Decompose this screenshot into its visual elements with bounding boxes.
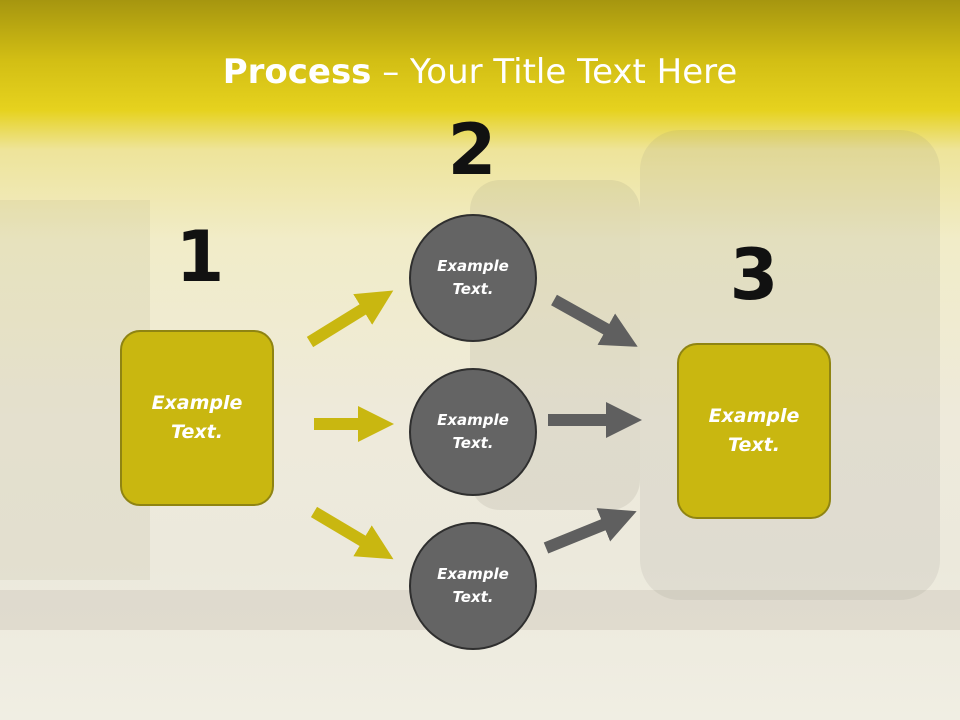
arrow-gray-down	[551, 294, 638, 347]
circle-middle-line-2: Text.	[452, 434, 494, 452]
title-rest: – Your Title Text Here	[371, 52, 738, 92]
circle-top-line-2: Text.	[452, 280, 494, 298]
step-number-2: 2	[447, 109, 497, 191]
circle-top-line-1: Example	[437, 257, 509, 275]
title-bold: Process	[222, 52, 372, 92]
box-3-line-1: Example	[708, 405, 800, 427]
arrow-gray-up	[543, 508, 637, 554]
arrow-yellow-up	[306, 290, 394, 348]
box-1-line-1: Example	[151, 392, 243, 414]
circle-bottom-line-2: Text.	[452, 588, 494, 606]
arrow-yellow-down	[310, 506, 394, 560]
box-3-line-2: Text.	[728, 434, 780, 456]
box-1-line-2: Text.	[171, 421, 223, 443]
step-number-1: 1	[175, 216, 225, 298]
circle-middle-line-1: Example	[437, 411, 509, 429]
circle-bottom-line-1: Example	[437, 565, 509, 583]
step-number-3: 3	[729, 234, 779, 316]
slide-title: Process – Your Title Text Here	[0, 52, 960, 92]
